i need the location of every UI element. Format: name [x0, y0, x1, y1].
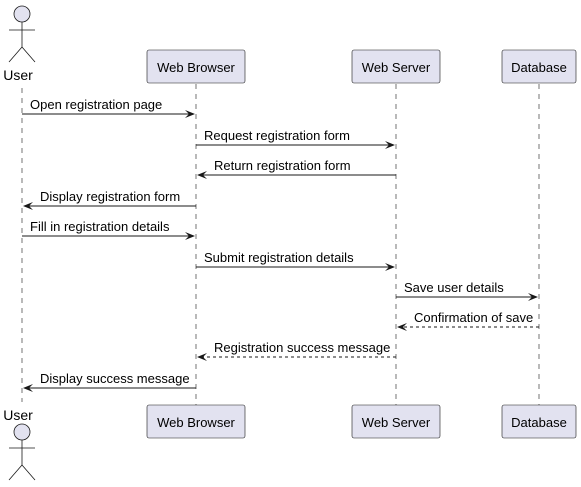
- message-label: Fill in registration details: [30, 219, 170, 234]
- message-2: Request registration form: [196, 128, 395, 149]
- participant-box-server: Web Server: [351, 49, 441, 84]
- participant-label: Web Server: [362, 415, 431, 430]
- message-10: Display success message: [23, 371, 196, 392]
- message-4: Display registration form: [23, 189, 196, 210]
- participant-label: Web Server: [362, 60, 431, 75]
- message-label: Confirmation of save: [414, 310, 533, 325]
- message-label: Submit registration details: [204, 250, 354, 265]
- message-6: Submit registration details: [196, 250, 395, 271]
- arrowhead: [385, 263, 395, 271]
- participant-label: Web Browser: [157, 60, 235, 75]
- message-label: Registration success message: [214, 340, 390, 355]
- message-9: Registration success message: [197, 340, 396, 361]
- arrowhead: [528, 293, 538, 301]
- participant-label: User: [3, 67, 33, 83]
- participant-box-browser: Web Browser: [146, 404, 246, 439]
- message-label: Save user details: [404, 280, 504, 295]
- participant-label: Database: [511, 60, 567, 75]
- arrowhead: [185, 232, 195, 240]
- participant-box-database: Database: [501, 404, 577, 439]
- lifelines: [21, 84, 540, 405]
- arrowhead: [23, 202, 33, 210]
- arrowhead: [385, 141, 395, 149]
- message-label: Request registration form: [204, 128, 350, 143]
- arrowhead: [185, 110, 195, 118]
- participant-label: Web Browser: [157, 415, 235, 430]
- participant-box-browser: Web Browser: [146, 49, 246, 84]
- message-8: Confirmation of save: [397, 310, 539, 331]
- participant-label: User: [3, 407, 33, 423]
- message-label: Display registration form: [40, 189, 180, 204]
- participant-headers: User Web Browser Web Server Database: [3, 5, 577, 84]
- participant-box-database: Database: [501, 49, 577, 84]
- participant-label: Database: [511, 415, 567, 430]
- arrowhead: [197, 353, 207, 361]
- arrowhead: [23, 384, 33, 392]
- message-label: Open registration page: [30, 97, 162, 112]
- message-label: Return registration form: [214, 158, 351, 173]
- actor-icon: [8, 5, 36, 63]
- message-5: Fill in registration details: [22, 219, 195, 240]
- participant-box-server: Web Server: [351, 404, 441, 439]
- message-3: Return registration form: [197, 158, 396, 179]
- message-7: Save user details: [396, 280, 538, 301]
- arrowhead: [397, 323, 407, 331]
- arrowhead: [197, 171, 207, 179]
- message-label: Display success message: [40, 371, 190, 386]
- message-1: Open registration page: [22, 97, 195, 118]
- actor-icon: [8, 423, 36, 481]
